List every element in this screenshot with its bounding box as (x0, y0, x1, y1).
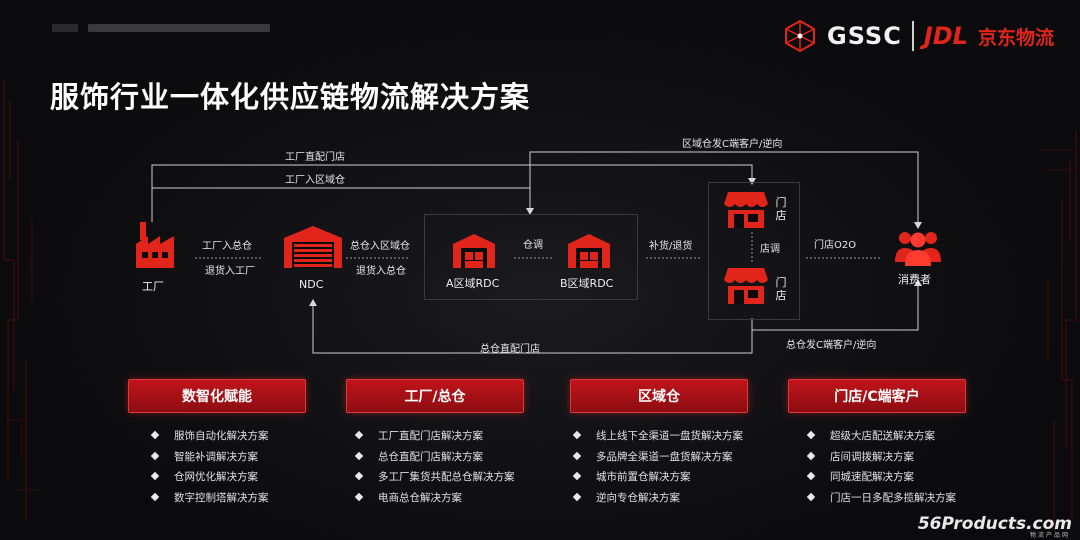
gssc-logo-text: GSSC (827, 22, 902, 50)
category-store-c-end-button[interactable]: 门店/C端客户 (788, 379, 966, 413)
category-regional-warehouse-button[interactable]: 区域仓 (570, 379, 748, 413)
diamond-bullet-icon (150, 451, 160, 460)
list-item: 多品牌全渠道一盘货解决方案 (572, 447, 743, 468)
node-store-top-label: 门店 (775, 196, 787, 222)
edge-label-factory-to-ndc: 工厂入总仓 (202, 241, 252, 252)
diamond-bullet-icon (806, 430, 816, 440)
edge-ndc-direct-store (309, 299, 753, 354)
edge-label-factory-to-region: 工厂入区域仓 (285, 175, 345, 186)
jd-logistics-logo-text: 京东物流 (977, 26, 1054, 49)
category-digital-intelligence-button[interactable]: 数智化赋能 (128, 379, 306, 413)
node-rdc-a-label: A区域RDC (446, 277, 500, 290)
edge-region-to-c (529, 151, 922, 229)
diamond-bullet-icon (572, 430, 582, 440)
edge-label-return-to-ndc: 退货入总仓 (356, 266, 406, 277)
factory-icon (136, 222, 174, 268)
list-item: 门店一日多配多揽解决方案 (806, 488, 956, 509)
list-item: 总仓直配门店解决方案 (354, 447, 515, 468)
diamond-bullet-icon (354, 471, 364, 481)
list-item: 逆向专仓解决方案 (572, 488, 743, 509)
diamond-bullet-icon (150, 492, 160, 501)
list-item: 超级大店配送解决方案 (806, 426, 956, 447)
decor-circuit-right (1040, 130, 1077, 530)
node-factory-label: 工厂 (142, 280, 164, 293)
store-group-box (708, 182, 800, 320)
rdc-b-warehouse-icon (568, 234, 610, 268)
category-digital-intelligence-list: 服饰自动化解决方案 智能补调解决方案 仓网优化解决方案 数字控制塔解决方案 (150, 426, 269, 509)
list-item: 同城速配解决方案 (806, 467, 956, 488)
diamond-bullet-icon (572, 451, 582, 460)
rdc-a-warehouse-icon (453, 234, 495, 268)
list-item: 仓网优化解决方案 (150, 467, 269, 488)
logo-area: GSSC JDL 京东物流 (783, 16, 1054, 56)
page-title: 服饰行业一体化供应链物流解决方案 (50, 80, 531, 114)
node-consumer-label: 消费者 (898, 273, 931, 286)
list-item: 店间调拨解决方案 (806, 447, 956, 468)
list-item: 城市前置仓解决方案 (572, 467, 743, 488)
ndc-warehouse-icon (284, 226, 342, 268)
rdc-group-box (424, 214, 638, 300)
diamond-bullet-icon (150, 430, 160, 440)
edge-label-region-to-c: 区域仓发C端客户/逆向 (682, 139, 783, 150)
watermark-subtext: 物流产品网 (1029, 532, 1070, 539)
node-ndc-label: NDC (299, 278, 324, 291)
edge-label-store-o2o: 门店O2O (814, 240, 857, 251)
diamond-bullet-icon (354, 492, 364, 501)
edge-label-return-to-factory: 退货入工厂 (205, 266, 255, 277)
diamond-bullet-icon (572, 492, 582, 501)
diamond-bullet-icon (572, 471, 582, 481)
store-bottom-icon (724, 268, 768, 304)
diamond-bullet-icon (806, 451, 816, 460)
edge-label-warehouse-transfer: 仓调 (523, 240, 543, 251)
diamond-bullet-icon (150, 471, 160, 481)
list-item: 数字控制塔解决方案 (150, 488, 269, 509)
edge-label-ndc-direct-store: 总仓直配门店 (480, 344, 540, 355)
diamond-bullet-icon (806, 471, 816, 481)
edge-label-factory-direct-store: 工厂直配门店 (285, 152, 345, 163)
edge-label-ndc-to-region: 总仓入区域仓 (350, 241, 410, 252)
category-regional-warehouse-list: 线上线下全渠道一盘货解决方案 多品牌全渠道一盘货解决方案 城市前置仓解决方案 逆… (572, 426, 743, 509)
diamond-bullet-icon (354, 451, 364, 460)
watermark-logo: 56Products.com (917, 514, 1072, 534)
list-item: 工厂直配门店解决方案 (354, 426, 515, 447)
node-store-bottom-label: 门店 (775, 276, 787, 302)
diamond-bullet-icon (806, 492, 816, 501)
gssc-cube-icon (785, 19, 816, 53)
category-factory-ndc-button[interactable]: 工厂/总仓 (346, 379, 524, 413)
decor-bar-small (52, 24, 78, 32)
list-item: 智能补调解决方案 (150, 447, 269, 468)
decor-circuit-left (3, 80, 40, 520)
edge-label-store-transfer: 店调 (760, 244, 780, 255)
diamond-bullet-icon (354, 430, 364, 440)
category-store-c-end-list: 超级大店配送解决方案 店间调拨解决方案 同城速配解决方案 门店一日多配多揽解决方… (806, 426, 956, 509)
node-rdc-b-label: B区域RDC (560, 277, 614, 290)
consumer-group-icon (895, 232, 941, 266)
list-item: 服饰自动化解决方案 (150, 426, 269, 447)
edge-ndc-to-c (752, 279, 922, 331)
decor-bar (88, 24, 270, 32)
list-item: 电商总仓解决方案 (354, 488, 515, 509)
edge-factory-direct-store (151, 164, 756, 222)
edge-label-ndc-to-c: 总仓发C端客户/逆向 (786, 340, 877, 351)
category-factory-ndc-list: 工厂直配门店解决方案 总仓直配门店解决方案 多工厂集货共配总仓解决方案 电商总仓… (354, 426, 515, 509)
logo-separator (911, 21, 914, 51)
store-top-icon (724, 192, 768, 228)
edge-label-replenish-return: 补货/退货 (649, 241, 693, 252)
list-item: 多工厂集货共配总仓解决方案 (354, 467, 515, 488)
jdl-logo-text: JDL (923, 22, 968, 50)
edge-factory-to-region (152, 187, 534, 215)
list-item: 线上线下全渠道一盘货解决方案 (572, 426, 743, 447)
